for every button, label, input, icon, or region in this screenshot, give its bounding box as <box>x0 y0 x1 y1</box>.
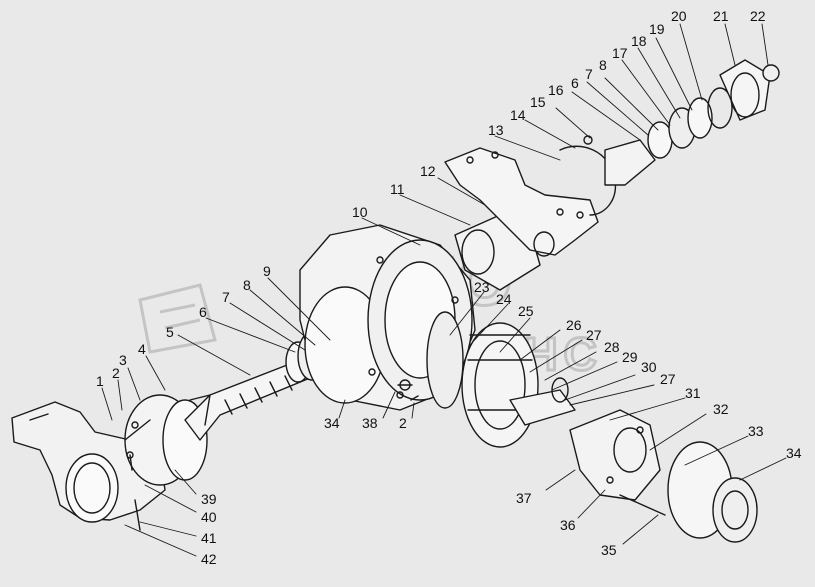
callout-25: 25 <box>518 303 534 319</box>
callout-40: 40 <box>201 509 217 525</box>
flange-assembly <box>124 394 208 486</box>
callout-30: 30 <box>641 359 657 375</box>
callout-28: 28 <box>604 339 620 355</box>
callout-32: 32 <box>713 401 729 417</box>
callout-27-lower: 27 <box>660 371 676 387</box>
callout-31: 31 <box>685 385 701 401</box>
callout-7-left: 7 <box>222 289 230 305</box>
callout-11: 11 <box>390 181 405 197</box>
callout-39: 39 <box>201 491 217 507</box>
callout-9: 9 <box>263 263 271 279</box>
callout-37: 37 <box>516 490 532 506</box>
side-gear-cover <box>569 409 758 543</box>
callout-21: 21 <box>713 8 729 24</box>
callout-8-right: 8 <box>599 57 607 73</box>
callout-18: 18 <box>631 33 647 49</box>
callout-36: 36 <box>560 517 576 533</box>
callout-15: 15 <box>530 94 546 110</box>
callout-2-center: 2 <box>399 415 407 431</box>
callout-4: 4 <box>138 341 146 357</box>
callout-38: 38 <box>362 415 378 431</box>
callout-5: 5 <box>166 324 174 340</box>
callout-42: 42 <box>201 551 217 567</box>
callout-13: 13 <box>488 122 504 138</box>
callout-22: 22 <box>750 8 766 24</box>
callout-41: 41 <box>201 530 217 546</box>
right-tube-and-bracket <box>444 147 599 291</box>
callout-10: 10 <box>352 204 368 220</box>
callout-12: 12 <box>420 163 436 179</box>
left-housing-bracket <box>11 401 166 523</box>
callout-3: 3 <box>119 352 127 368</box>
callout-20: 20 <box>671 8 687 24</box>
callout-33: 33 <box>748 423 764 439</box>
callout-29: 29 <box>622 349 638 365</box>
callout-23: 23 <box>474 279 490 295</box>
callout-6-right: 6 <box>571 75 579 91</box>
callout-16: 16 <box>548 82 564 98</box>
callout-1: 1 <box>96 373 104 389</box>
callout-24: 24 <box>496 291 512 307</box>
callout-34-left: 34 <box>324 415 340 431</box>
callout-27-upper: 27 <box>586 327 602 343</box>
callout-26: 26 <box>566 317 582 333</box>
callout-2-left: 2 <box>112 365 120 381</box>
callout-7-right: 7 <box>585 66 593 82</box>
differential-gearset <box>426 311 576 448</box>
callout-14: 14 <box>510 107 526 123</box>
callout-19: 19 <box>649 21 665 37</box>
callout-6-left: 6 <box>199 304 207 320</box>
callout-35: 35 <box>601 542 617 558</box>
leader-lines <box>101 23 787 557</box>
callout-17: 17 <box>612 45 628 61</box>
fasteners <box>129 379 419 531</box>
callout-34-right: 34 <box>786 445 802 461</box>
callout-8-left: 8 <box>243 277 251 293</box>
output-shaft-parts <box>559 59 780 216</box>
